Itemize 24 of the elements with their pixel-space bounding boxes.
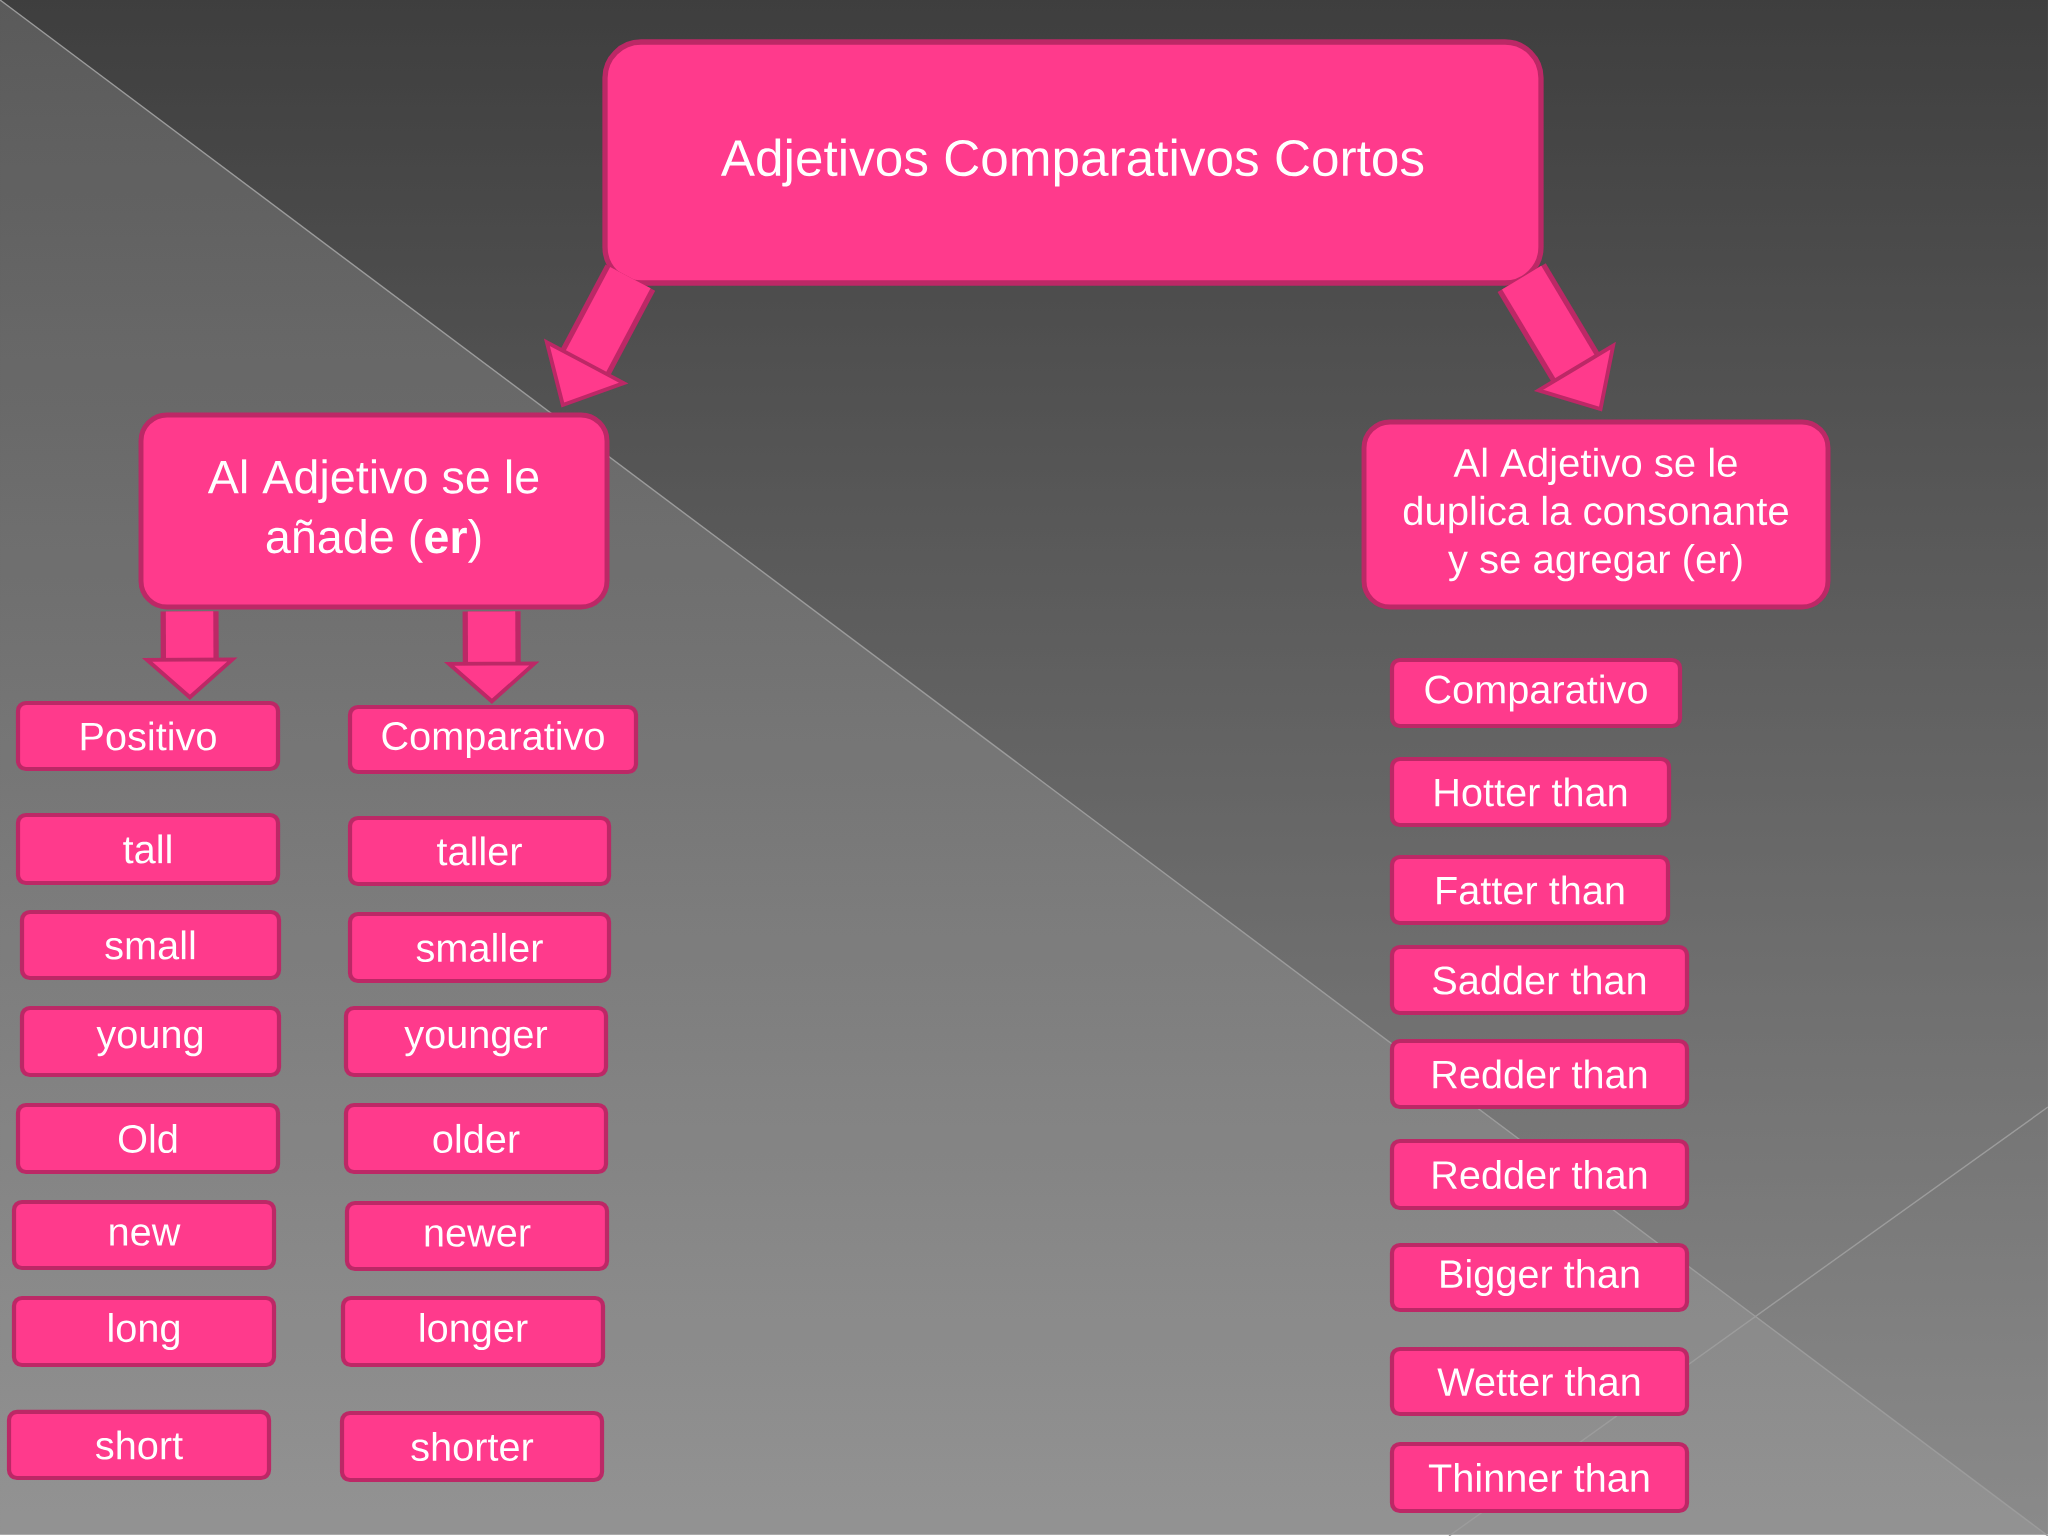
word-box: Redder than [1389,1038,1690,1110]
word-box: younger [343,1005,609,1078]
word-box: long [11,1295,277,1368]
word-box: young [19,1005,282,1078]
word-box: short [6,1409,272,1481]
word-box: Fatter than [1389,854,1671,926]
header-box: Comparativo [1389,657,1683,729]
word-box: Sadder than [1389,944,1690,1016]
title-box: Adjetivos Comparativos Cortos [602,39,1544,286]
word-box: newer [344,1200,610,1272]
word-box: Thinner than [1389,1441,1690,1514]
word-box: Old [15,1102,281,1175]
word-box: Redder than [1389,1138,1690,1211]
word-box: Bigger than [1389,1242,1690,1313]
word-box: tall [15,812,281,886]
word-box: taller [347,815,612,887]
word-box: new [11,1199,277,1271]
word-box: shorter [339,1410,605,1483]
word-box: longer [340,1295,606,1368]
word-box: Hotter than [1389,756,1672,828]
word-box: small [19,909,282,981]
word-box: older [343,1102,609,1175]
word-box: smaller [347,911,612,984]
word-box: Wetter than [1389,1346,1690,1417]
